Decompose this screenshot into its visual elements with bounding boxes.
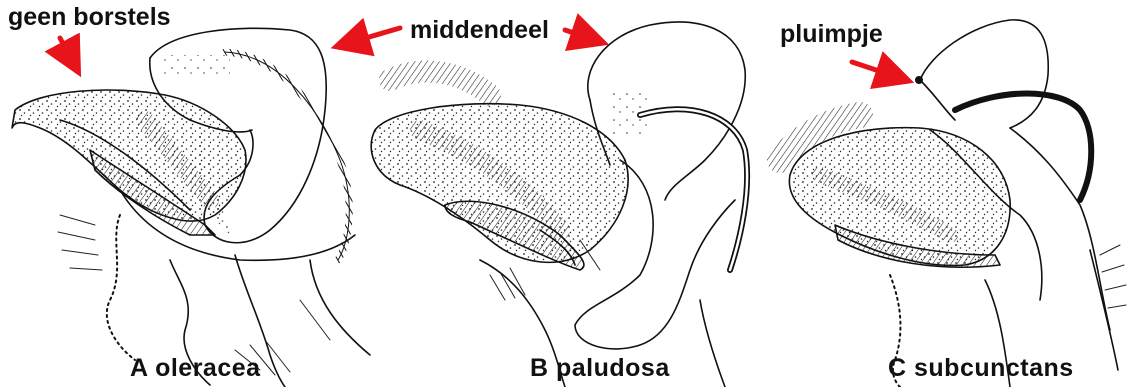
specimen-b-drawing <box>371 22 747 387</box>
caption-a: A oleracea <box>130 356 261 381</box>
red-arrow-icon <box>345 28 400 44</box>
no-bristles-label: geen borstels <box>8 5 171 30</box>
plume-label: pluimpje <box>780 22 883 47</box>
specimen-a-drawing <box>12 28 370 387</box>
caption-c: C subcunctans <box>888 356 1074 381</box>
red-arrow-icon <box>852 62 900 78</box>
middle-part-label: middendeel <box>410 18 549 43</box>
red-arrow-icon <box>60 38 74 64</box>
red-arrow-icon <box>565 30 595 40</box>
specimen-c-drawing <box>780 20 1126 387</box>
caption-b: B paludosa <box>530 356 670 381</box>
